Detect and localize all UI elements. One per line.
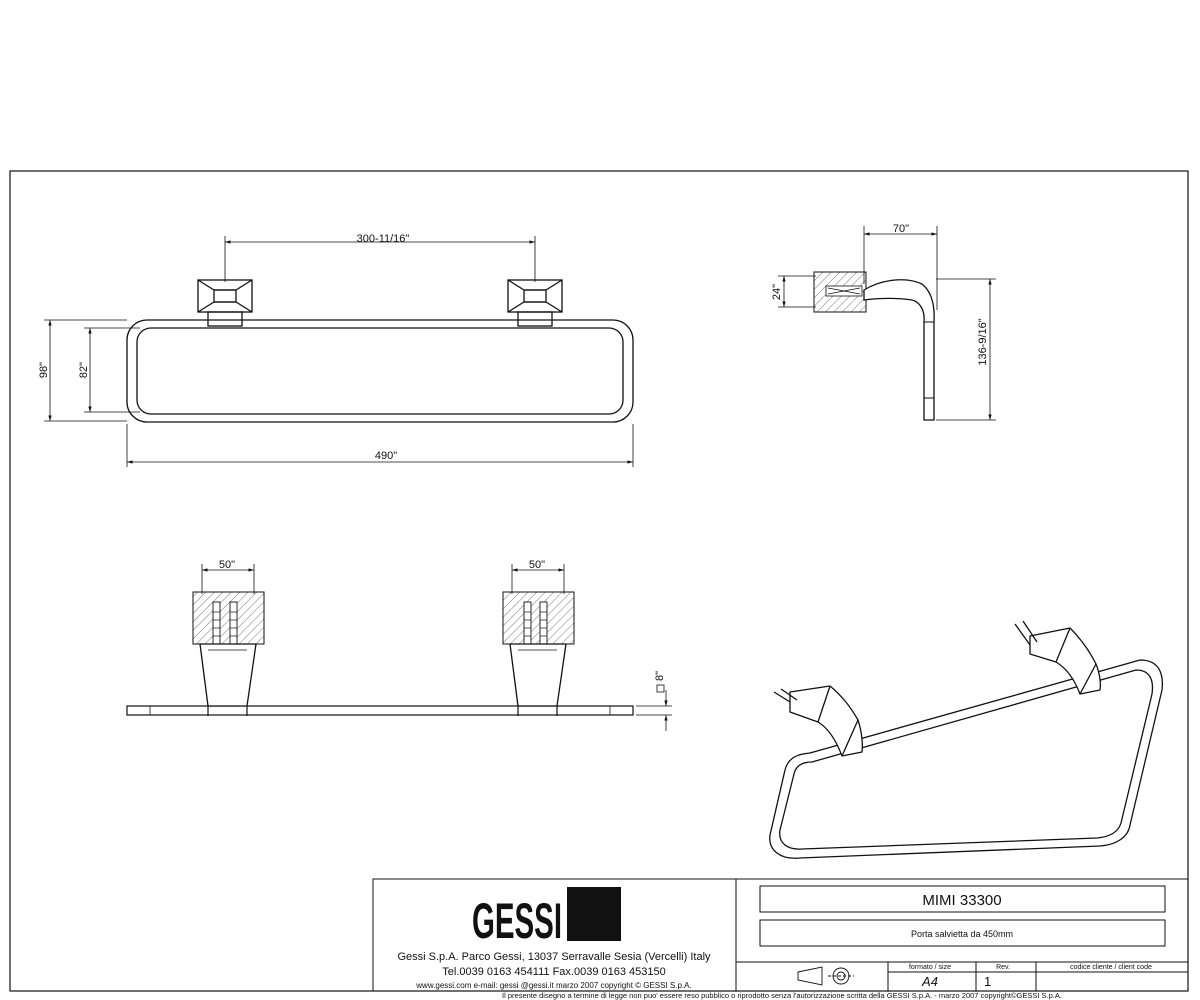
bottom-view-dimensions [201,564,672,731]
drawing-frame [9,170,1189,992]
company-address: Gessi S.p.A. Parco Gessi, 13037 Serraval… [397,951,711,963]
company-web: www.gessi.com e-mail: gessi @gessi.it ma… [415,981,691,990]
company-phone: Tel.0039 0163 454111 Fax.0039 0163 45315… [442,966,665,978]
footer-notice: Il presente disegno a termine di legge n… [502,991,1062,1000]
dim-side-total-drop: 136-9/16" [977,318,989,365]
format-label: formato / size [909,964,951,971]
product-code: MIMI 33300 [922,892,1001,909]
side-view [813,271,935,421]
rev-label: Rev. [996,964,1010,971]
front-view-dimensions [44,236,634,467]
dim-bottom-bar-section: 8" [654,671,666,681]
client-code-label: codice cliente / client code [1070,964,1152,971]
dim-side-projection: 70" [893,223,909,235]
format-value: A4 [921,974,938,989]
front-view [126,279,634,423]
dim-side-mount-height: 24" [771,284,783,300]
dim-bottom-left-mount: 50" [219,559,235,571]
square-section-symbol [656,684,665,693]
rev-value: 1 [984,974,991,989]
bottom-view [126,591,634,716]
title-block-lines [372,878,1189,992]
isometric-view [769,620,1164,859]
dim-front-top-span: 300-11/16" [357,233,410,245]
dim-front-total-width: 490" [375,450,397,462]
dim-front-inner-height: 82" [78,362,90,378]
dim-front-total-height: 98" [38,362,50,378]
side-view-dimensions [778,226,996,421]
dim-bottom-right-mount: 50" [529,559,545,571]
product-description: Porta salvietta da 450mm [911,929,1013,939]
projection-symbol [797,966,854,986]
brand-logo-square [567,887,621,941]
brand-logo: GESSI [472,893,562,949]
